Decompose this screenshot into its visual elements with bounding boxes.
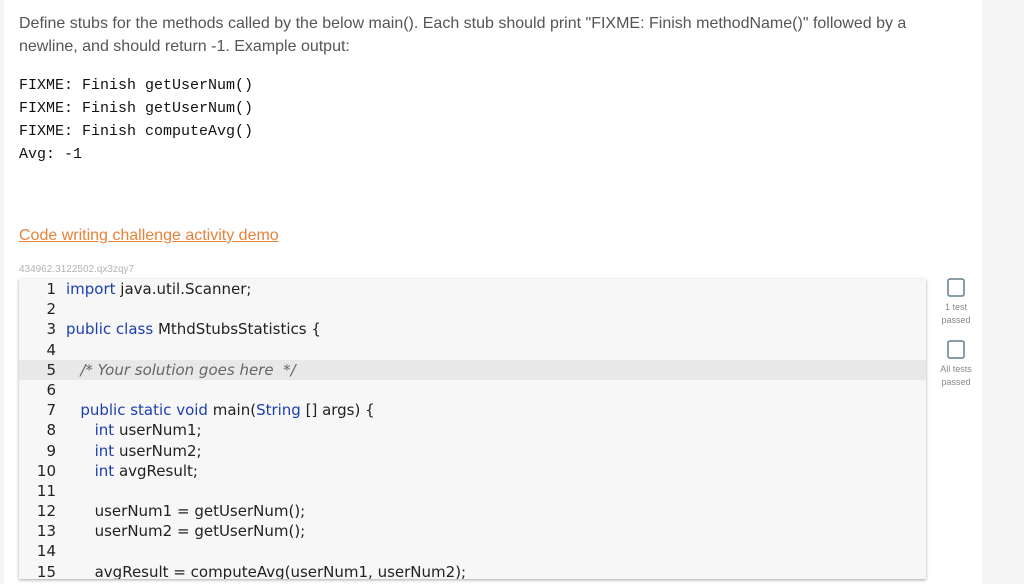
line-number: 10 [36,461,56,480]
line-number: 9 [46,441,56,460]
code-line: 14 [19,541,926,561]
activity-id: 434962.3122502.qx3zqy7 [19,264,135,275]
demo-link[interactable]: Code writing challenge activity demo [19,227,279,244]
line-number: 14 [36,542,56,561]
code-line: 6 [19,380,926,400]
code-line-active[interactable]: 5 /* Your solution goes here */ [19,359,926,380]
code-text: int userNum1; [94,421,202,440]
square-badge-icon [947,340,965,359]
prompt-text: Define stubs for the methods called by t… [19,15,907,55]
example-line: Avg: -1 [19,146,83,163]
test-status-panel: 1 test passed All tests passed [932,278,980,402]
code-text: userNum2 = getUserNum(); [66,522,306,541]
code-line: 7 public static void main(String [] args… [19,400,926,420]
code-line: 12 userNum1 = getUserNum(); [19,501,926,521]
code-editor[interactable]: 1 import java.util.Scanner; 2 3 public cla… [19,279,926,579]
code-text: import java.util.Scanner; [66,280,252,298]
test-status-label: All tests passed [940,364,972,387]
line-number: 15 [36,562,56,579]
code-text: int userNum2; [94,441,202,460]
example-line: FIXME: Finish computeAvg() [19,123,254,140]
code-line: 3 public class MthdStubsStatistics { [19,319,926,339]
code-text: public static void main(String [] args) … [80,401,375,420]
line-number: 6 [46,380,56,399]
code-text: avgResult = computeAvg(userNum1, userNum… [66,562,467,579]
test-status-label: 1 test passed [941,302,971,325]
line-number: 4 [46,340,56,359]
line-number: 13 [36,522,56,541]
code-line: 11 [19,481,926,501]
line-number: 8 [46,421,56,440]
code-text: int avgResult; [94,461,198,480]
line-number: 3 [46,320,56,339]
code-line: 13 userNum2 = getUserNum(); [19,521,926,541]
code-text: public class MthdStubsStatistics { [66,320,321,339]
line-number: 1 [46,280,56,298]
code-line: 4 [19,340,926,360]
code-line: 8 int userNum1; [19,420,926,440]
code-line: 9 int userNum2; [19,441,926,461]
code-line: 1 import java.util.Scanner; [19,279,926,299]
line-number: 2 [46,300,56,319]
example-line: FIXME: Finish getUserNum() [19,100,254,117]
line-number: 12 [36,502,56,521]
square-badge-icon [947,278,965,297]
example-line: FIXME: Finish getUserNum() [19,77,254,94]
code-line: 15 avgResult = computeAvg(userNum1, user… [19,562,926,579]
code-text: userNum1 = getUserNum(); [66,502,306,521]
line-number: 5 [46,360,56,379]
code-line: 10 int avgResult; [19,461,926,481]
code-line: 2 [19,299,926,319]
code-text[interactable]: /* Your solution goes here */ [80,360,296,379]
line-number: 7 [46,401,56,420]
example-output: FIXME: Finish getUserNum() FIXME: Finish … [19,74,253,166]
line-number: 11 [36,481,56,500]
challenge-card: Define stubs for the methods called by t… [4,0,982,584]
